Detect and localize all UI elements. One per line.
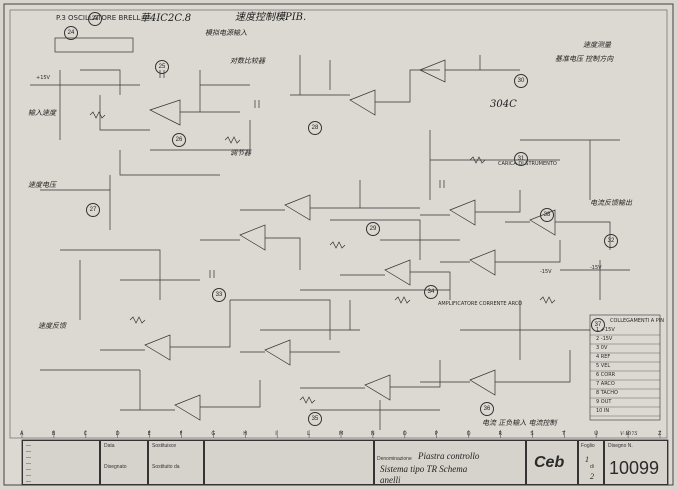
grid-letter: Z <box>658 431 662 437</box>
subtitle-value: Sistema tipo TR Schema <box>380 464 468 474</box>
block-number: 24 <box>64 26 78 40</box>
grid-letter: S <box>530 431 534 437</box>
grid-letter: U <box>594 431 598 437</box>
legend-row: — <box>26 479 31 485</box>
legend-row: — <box>26 449 31 455</box>
handwritten-note-top-3: 模拟电源输入 <box>205 29 247 37</box>
legend-row: — <box>26 455 31 461</box>
grid-letter: C <box>83 431 88 437</box>
handwritten-note-left-2: 速度电压 <box>28 181 56 189</box>
block-number: 27 <box>86 203 100 217</box>
block-number: 26 <box>172 133 186 147</box>
grid-letter: M <box>339 431 344 437</box>
brand-logo: Ceb <box>534 454 565 471</box>
block-number: 31 <box>514 152 528 166</box>
foglio-tot-label: di <box>590 464 594 470</box>
grid-letter: I <box>275 431 277 437</box>
sostituisce-label: Sostituisce <box>152 443 177 449</box>
grid-letter: D <box>115 431 120 437</box>
pin-table-row: 1 +15V <box>596 327 615 333</box>
legend-row: — <box>26 461 31 467</box>
denominazione-label: Denominazione <box>377 456 412 462</box>
block-number: 34 <box>424 285 438 299</box>
disegnato-label: Disegnato <box>104 464 127 470</box>
grid-letter: A <box>20 431 24 437</box>
foglio-tot-value: 2 <box>590 472 594 481</box>
handwritten-note-mid-2: 调节器 <box>230 149 251 157</box>
disegno-cell <box>604 440 668 485</box>
legend-cell <box>22 440 100 485</box>
grid-letter: L <box>307 431 310 437</box>
pin-table-row: 8 TACHO <box>596 390 618 396</box>
annotation-amplificatore: AMPLIFICATORE CORRENTE ARCO <box>438 301 523 307</box>
block-number: 35 <box>308 412 322 426</box>
handwritten-note-top-1: 華4IC2C.8 <box>140 13 192 24</box>
grid-letter: Q <box>466 431 471 437</box>
block-number: 36 <box>480 402 494 416</box>
foglio-cell <box>578 440 604 485</box>
handwritten-note-right-1: 速度测量 <box>583 41 611 49</box>
grid-letter: T <box>562 431 566 437</box>
grid-letter: R <box>498 431 502 437</box>
block-number: 30 <box>514 74 528 88</box>
legend-row: — <box>26 467 31 473</box>
block-number: 38 <box>540 208 554 222</box>
grid-letter: F <box>179 431 183 437</box>
handwritten-note-right-3: 电流反馈输出 <box>590 199 632 207</box>
data-label: Data <box>104 443 115 449</box>
revision-note: V-1375 <box>620 431 638 437</box>
disegno-label: Disegno N. <box>608 443 633 449</box>
grid-letter: E <box>147 431 151 437</box>
grid-letter: B <box>51 431 56 437</box>
supply-plus-label: +15V <box>36 75 50 81</box>
block-number: 23 <box>88 12 102 26</box>
foglio-value: 1 <box>585 455 589 464</box>
handwritten-note-left-3: 速度反馈 <box>38 322 66 330</box>
foglio-label: Foglio <box>581 443 595 449</box>
annotation-carica: CARICA DI STRUMENTO <box>498 161 557 167</box>
blank-cell <box>204 440 374 485</box>
pin-table-header: COLLEGAMENTI A PIN <box>610 318 665 324</box>
pin-table-row: 5 VEL <box>596 363 611 369</box>
pin-table-row: 3 0V <box>596 345 608 351</box>
handwritten-note-top-2: 速度控制模PIB. <box>235 12 307 23</box>
block-number: 32 <box>604 234 618 248</box>
legend-row: — <box>26 473 31 479</box>
block-number: 28 <box>308 121 322 135</box>
grid-letter: H <box>243 431 248 437</box>
block-number: 37 <box>591 318 605 332</box>
grid-letter: G <box>211 431 216 437</box>
brand-cell <box>526 440 578 485</box>
annotation-304c: 304C <box>490 99 517 110</box>
subtitle-value-2: anelli <box>380 475 401 485</box>
supply-minus-label: -15V <box>540 269 552 275</box>
handwritten-note-bottom: 电流 正负输入 电流控制 <box>482 419 557 427</box>
block-number: 29 <box>366 222 380 236</box>
handwritten-note-left-1: 输入速度 <box>28 109 56 117</box>
pin-table-row: 2 -15V <box>596 336 613 342</box>
disegno-number: 10099 <box>609 458 660 478</box>
denominazione-cell <box>374 440 526 485</box>
block-number: 33 <box>212 288 226 302</box>
pin-table-row: 9 OUT <box>596 399 612 405</box>
grid-letter: N <box>370 431 375 437</box>
sostituisce-cell <box>148 440 204 485</box>
grid-letter: P <box>434 431 438 437</box>
supply-minus-label-2: -15V <box>590 265 602 271</box>
legend-row: — <box>26 443 31 449</box>
handwritten-note-right-2: 基准电压 控制方向 <box>555 55 614 63</box>
pin-table-row: 7 ARCO <box>596 381 615 387</box>
pin-table-row: 4 REF <box>596 354 611 360</box>
pin-table-row: 6 CORR <box>596 372 616 378</box>
denominazione-value: Piastra controllo <box>418 451 480 461</box>
pin-table-row: 10 IN <box>596 408 610 414</box>
grid-letter: V <box>626 431 630 437</box>
data-cell <box>100 440 148 485</box>
handwritten-note-mid-1: 对数比较器 <box>230 57 265 65</box>
block-number: 25 <box>155 60 169 74</box>
sostituito-label: Sostituito da <box>152 464 180 470</box>
grid-letter: O <box>402 431 407 437</box>
